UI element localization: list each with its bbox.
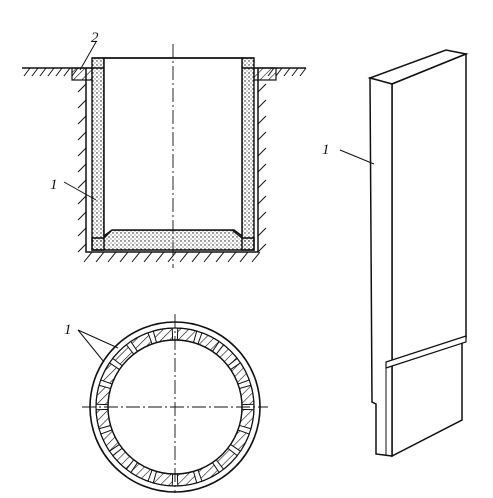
callout-section-label-1: 1 [50, 177, 58, 193]
leader-panel-label-1 [339, 149, 375, 165]
leader-section-label-1 [63, 181, 97, 201]
callout-plan-label-1: 1 [64, 322, 72, 338]
lining-wall-right [241, 57, 255, 251]
lining-wall-left [91, 57, 105, 251]
panel-front-face [369, 77, 393, 457]
ground-hatch-right-wall [257, 83, 267, 253]
ground-hatch-top-left [23, 67, 79, 77]
pit-outline [85, 68, 259, 253]
lining-panel-view: 1 [322, 49, 469, 458]
leader-plan-label-1b [77, 329, 105, 363]
ground-hatch-bottom [83, 251, 261, 263]
ground-hatch-left-wall [77, 83, 87, 253]
plan-view: 1 [64, 314, 268, 495]
panel-shoulder-step [385, 335, 467, 369]
panel-side-face [391, 52, 467, 458]
callout-panel-label-1: 1 [322, 142, 330, 158]
leader-label-2 [79, 41, 97, 71]
collar-beam-left [71, 67, 93, 81]
collar-beam-right [253, 67, 277, 81]
section-view: 2 1 [22, 30, 307, 268]
callout-label-2: 2 [91, 30, 99, 46]
leader-plan-label-1a [77, 329, 119, 349]
